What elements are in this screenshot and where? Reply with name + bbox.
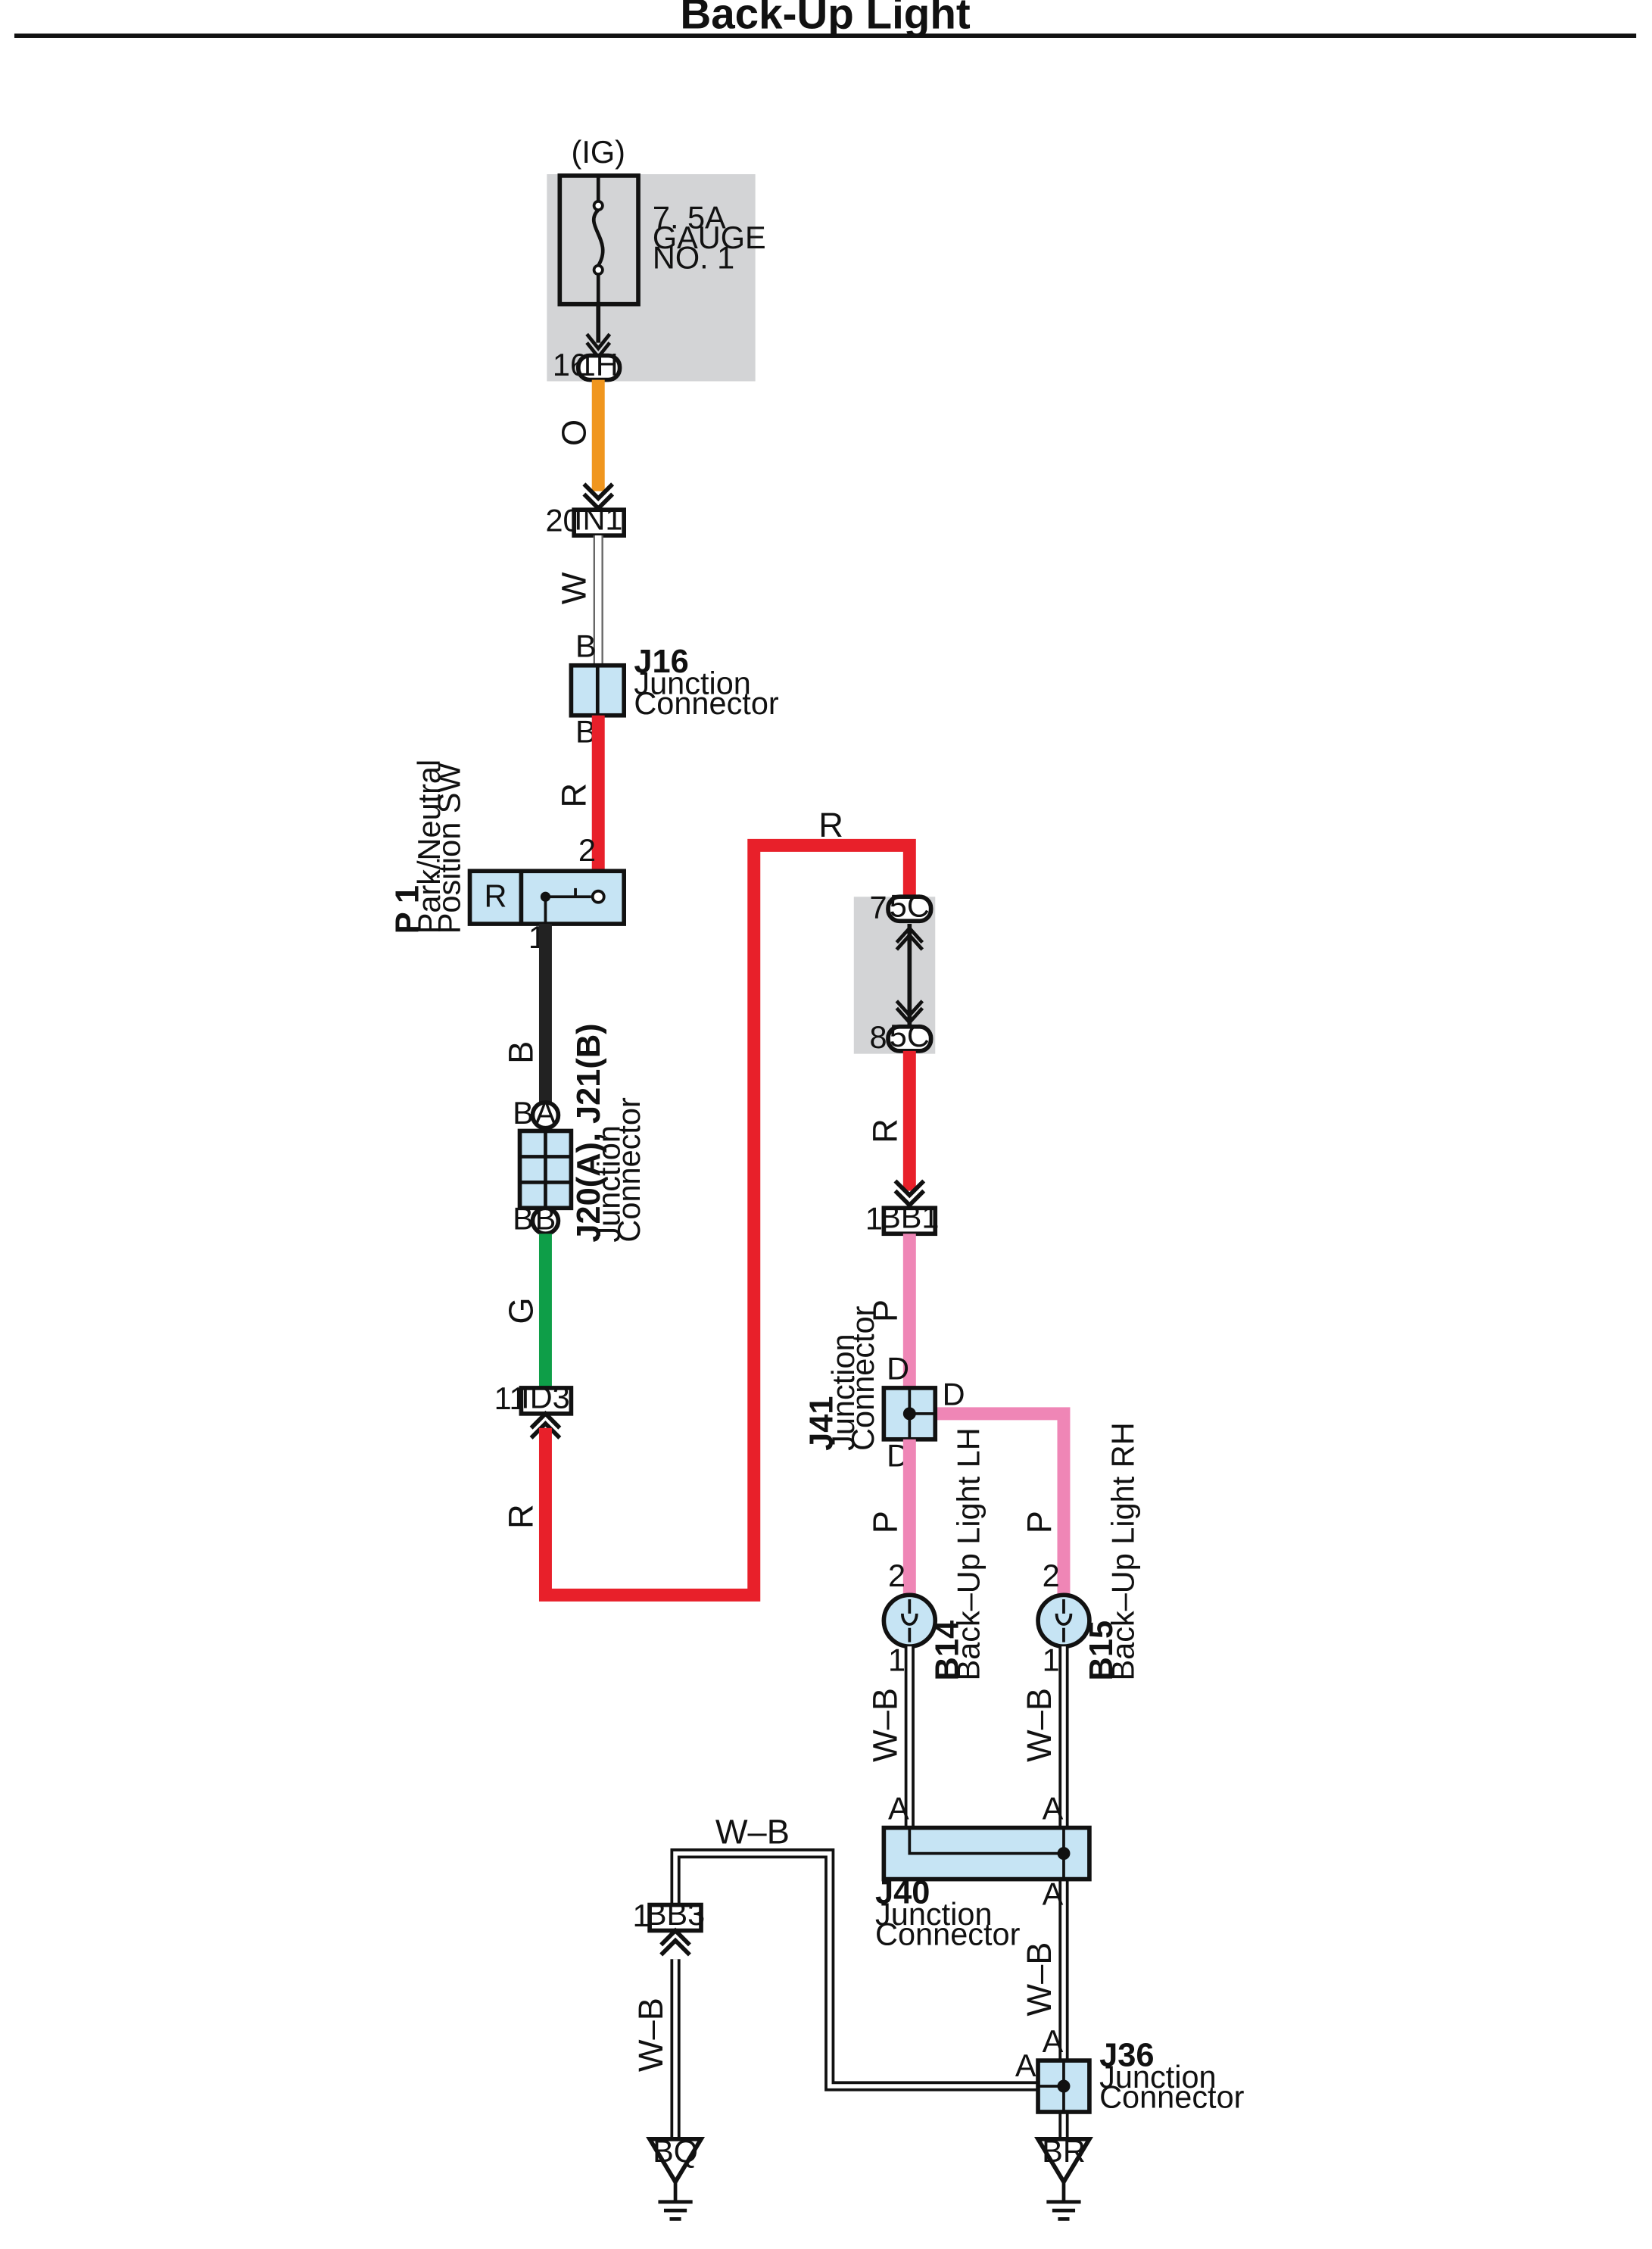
ground-br-icon (1034, 2136, 1093, 2221)
bb3-pin: 1 (632, 1898, 650, 1933)
connector-bb3-label: BB3 (646, 1896, 705, 1932)
j16-pin-top: B (575, 628, 597, 663)
b15-filament (1055, 1599, 1073, 1642)
wire-label-r3: R (818, 806, 843, 844)
j36-pin-a1: A (1043, 2023, 1064, 2059)
j20-line1: Junction (591, 1125, 627, 1242)
b14-filament (901, 1599, 918, 1642)
b15-id: B15 (1083, 1620, 1120, 1681)
wire-label-wb4: W–B (715, 1812, 790, 1851)
c5c-pin-top: 7 (870, 890, 887, 925)
j41-id: J41 (803, 1396, 840, 1451)
b15-pin1: 1 (1043, 1642, 1060, 1677)
wire-wb-group (670, 1646, 1069, 2139)
fuse-supply-label: (IG) (572, 134, 625, 170)
wire-label-wb2: W–B (1020, 1688, 1058, 1762)
j20-id: J20(A), J21(B) (571, 1023, 607, 1242)
connector-5c-top (886, 894, 934, 924)
j20-terminal-b-label: B (535, 1201, 556, 1237)
j36-bus (1038, 2060, 1071, 2112)
wire-label-w: W (554, 572, 593, 604)
ground-br-label: BR (1042, 2133, 1086, 2169)
wire-label-wb3: W–B (1020, 1942, 1058, 2017)
connector-bb1-label: BB1 (880, 1199, 939, 1235)
b14-id: B14 (929, 1620, 965, 1681)
bb3-arrow-icon (659, 1927, 691, 1957)
connector-5c-top-label: 5C (890, 888, 930, 924)
bb1-pin: 1 (865, 1201, 883, 1237)
wire-red-loop (538, 838, 916, 1602)
wire-label-g: G (501, 1297, 540, 1324)
p1-id: P 1 (390, 885, 426, 934)
c5c-link-icon (895, 924, 924, 1025)
j20-terminal-a-label: A (535, 1095, 556, 1131)
connector-5c-bottom-label: 5C (890, 1018, 930, 1053)
ground-bq-icon (646, 2136, 705, 2221)
ground-bq-label: BQ (653, 2133, 698, 2169)
fuse-icon (591, 175, 605, 304)
connector-id3-label: ID3 (521, 1379, 570, 1415)
p1-line2: Position SW (431, 763, 466, 934)
connector-1h-label: 1H (578, 347, 619, 382)
j41-line1: Junction (825, 1333, 861, 1450)
p1-contact-label: R (484, 878, 507, 913)
j41-grid (902, 1387, 936, 1440)
j20-pin-top: B (513, 1095, 534, 1131)
j41-pin-right: D (943, 1377, 965, 1412)
j16-id: J16 (634, 644, 688, 680)
p1-switch-icon (540, 887, 606, 925)
wire-label-r4: R (865, 1118, 904, 1143)
bb1-arrow-icon (893, 1179, 926, 1209)
p1-line1: Park/Neutral (411, 760, 447, 934)
j40-line2: Connector (875, 1916, 1021, 1951)
j20-grid (519, 1131, 572, 1209)
connector-in1-label: IN1 (574, 501, 623, 537)
p1-pin2: 2 (578, 832, 596, 868)
wire-label-wb5: W–B (631, 1998, 670, 2072)
fuse-rating: 7. 5A (653, 200, 726, 236)
fuse-block-shading (547, 174, 756, 382)
b15-pin2: 2 (1043, 1558, 1060, 1593)
wire-label-wb1: W–B (865, 1688, 904, 1762)
j40-pin-a1: A (888, 1790, 909, 1826)
j40-pin-a3: A (1043, 1876, 1064, 1912)
j36-id: J36 (1099, 2038, 1154, 2074)
wire-label-p2: P (865, 1511, 904, 1533)
connector-bb1 (881, 1206, 938, 1237)
wire-label-r2: R (501, 1504, 540, 1529)
j40-bus (908, 1827, 1071, 1879)
j36-pin-a2: A (1015, 2048, 1036, 2083)
wire-pink-j41-b15 (935, 1407, 1071, 1596)
j36-line2: Connector (1099, 2079, 1245, 2114)
b14-name: Back–Up Light LH (951, 1427, 987, 1680)
j41-pin-top: D (887, 1351, 909, 1387)
c5c-pin-bottom: 8 (870, 1019, 887, 1055)
j16-line1: Junction (634, 665, 750, 700)
wire-label-r1: R (554, 783, 593, 808)
page-title: Back-Up Light (680, 0, 971, 38)
j16-line2: Connector (634, 685, 779, 721)
j40-id: J40 (875, 1875, 930, 1911)
j40-line1: Junction (875, 1896, 992, 1932)
fuse-name-line1: GAUGE (653, 220, 766, 255)
b15-name: Back–Up Light RH (1105, 1422, 1140, 1680)
b14-pin1: 1 (888, 1642, 905, 1677)
j20-pin-bottom: B (513, 1201, 534, 1237)
j20-line2: Connector (611, 1097, 647, 1243)
wire-label-p1: P (865, 1299, 904, 1322)
j20-terminal-a (530, 1100, 561, 1131)
wire-label-o: O (554, 420, 593, 446)
j41-line2: Connector (845, 1305, 881, 1451)
id3-arrow-icon (529, 1410, 562, 1440)
fuse-name-line2: NO. 1 (653, 240, 734, 276)
j40-pin-a2: A (1043, 1790, 1064, 1826)
b14-pin2: 2 (888, 1558, 905, 1593)
wire-label-b: B (501, 1041, 540, 1064)
j36-line1: Junction (1099, 2059, 1216, 2095)
wire-label-p3: P (1020, 1511, 1058, 1533)
